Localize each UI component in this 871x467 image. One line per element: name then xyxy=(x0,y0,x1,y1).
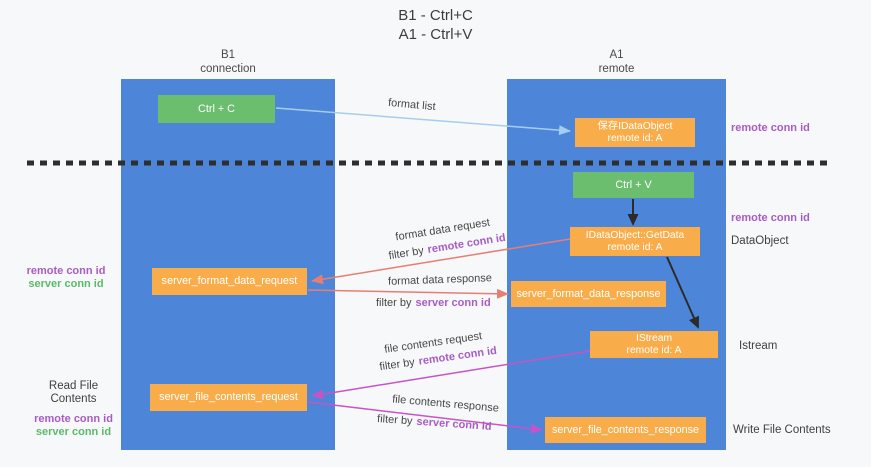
lane-a1-name: A1 xyxy=(609,49,624,61)
ctrl-c-label: Ctrl + C xyxy=(198,102,235,115)
format-list-arrow-label: format list xyxy=(387,96,437,114)
write-file-contents-annotation: Write File Contents xyxy=(733,424,831,436)
filter-by-prefix: filter by xyxy=(378,356,416,374)
lane-b1-role: connection xyxy=(200,62,256,75)
lane-b1-name: B1 xyxy=(220,49,236,61)
dataobject-annotation: DataObject xyxy=(731,235,789,247)
filter-by-server-conn-id: server conn id xyxy=(415,297,491,309)
getdata-line2: remote id: A xyxy=(607,241,663,253)
filter-by-server-conn-id: server conn id xyxy=(416,415,492,433)
remote-conn-id-annotation-mid: remote conn id xyxy=(731,212,810,224)
diagram-title: B1 - Ctrl+C A1 - Ctrl+V xyxy=(0,6,871,44)
lane-a1-role: remote xyxy=(598,62,635,75)
title-line-2: A1 - Ctrl+V xyxy=(398,26,473,43)
remote-conn-id-annotation-top: remote conn id xyxy=(731,122,810,134)
format-data-response-arrow xyxy=(307,288,509,299)
title-line-1: B1 - Ctrl+C xyxy=(398,7,473,24)
left-file-conn-ids: Read File Contents remote conn id server… xyxy=(26,380,121,439)
ctrl-v-label: Ctrl + V xyxy=(615,178,652,191)
read-file-contents-annotation: Read File Contents xyxy=(48,380,99,405)
ctrl-v-node: Ctrl + V xyxy=(573,172,694,198)
file-contents-response-arrow-label: file contents response xyxy=(391,393,500,415)
server-file-contents-request-node: server_file_contents_request xyxy=(150,384,307,411)
left-file-server-conn-id: server conn id xyxy=(35,426,112,438)
format-data-response-arrow-label: format data response xyxy=(387,272,493,288)
server-format-data-request-label: server_format_data_request xyxy=(161,275,298,287)
saved-idataobject-line1: 保存IDataObject xyxy=(597,120,673,132)
filter-by-prefix: filter by xyxy=(376,413,413,428)
left-file-remote-conn-id: remote conn id xyxy=(34,413,113,425)
server-file-contents-response-label: server_file_contents_response xyxy=(551,423,700,436)
server-format-data-request-node: server_format_data_request xyxy=(152,268,307,295)
left-format-remote-conn-id: remote conn id xyxy=(26,265,106,277)
idataobject-getdata-node: IDataObject::GetData remote id: A xyxy=(570,227,700,256)
istream-line1: IStream xyxy=(635,332,673,344)
server-file-contents-response-node: server_file_contents_response xyxy=(545,417,706,443)
left-format-server-conn-id: server conn id xyxy=(28,278,104,290)
filter-by-prefix: filter by xyxy=(376,297,412,309)
left-format-conn-ids: remote conn id server conn id xyxy=(24,265,108,291)
lane-header-b1: B1 connection xyxy=(121,49,335,76)
server-file-contents-request-label: server_file_contents_request xyxy=(159,391,298,403)
lane-header-a1: A1 remote xyxy=(507,49,726,76)
istream-annotation: Istream xyxy=(739,340,778,352)
server-format-data-response-label: server_format_data_response xyxy=(516,287,661,300)
ctrl-c-node: Ctrl + C xyxy=(158,95,275,123)
server-format-data-response-node: server_format_data_response xyxy=(511,281,666,307)
saved-idataobject-line2: remote id: A xyxy=(607,132,663,144)
saved-idataobject-node: 保存IDataObject remote id: A xyxy=(575,118,695,147)
filter-by-prefix: filter by xyxy=(387,244,425,263)
getdata-line1: IDataObject::GetData xyxy=(585,229,685,241)
istream-node: IStream remote id: A xyxy=(590,331,718,358)
istream-line2: remote id: A xyxy=(626,344,682,356)
